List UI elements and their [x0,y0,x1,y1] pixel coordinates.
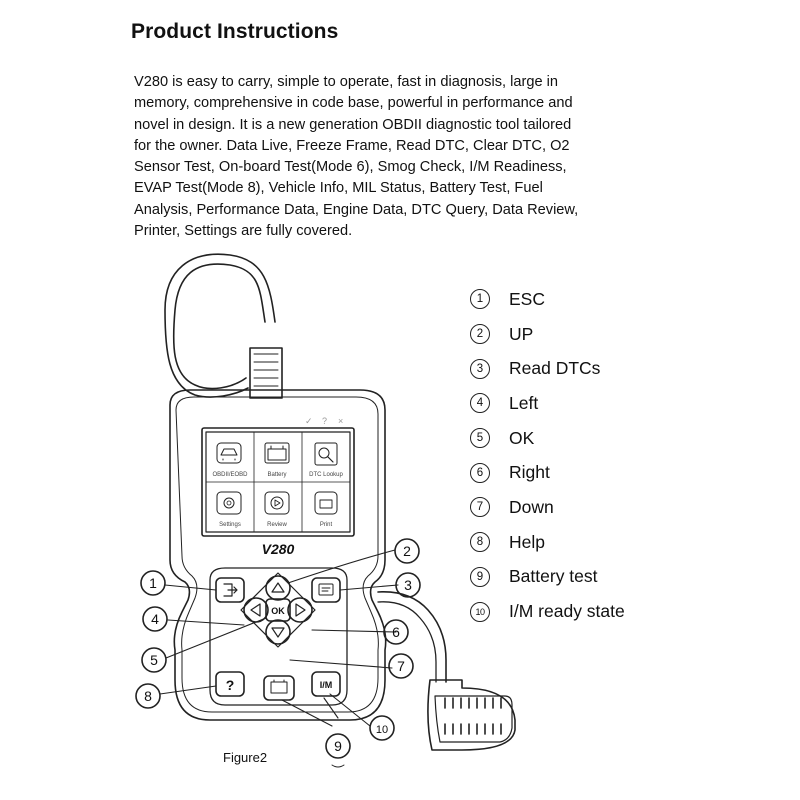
settings-icon [216,491,242,515]
device-model-label: V280 [262,541,295,557]
legend-number: 5 [470,428,490,449]
paragraph-line: EVAP Test(Mode 8), Vehicle Info, MIL Sta… [134,180,543,197]
car-icon [216,442,242,464]
figure-caption: Figure2 [223,750,267,765]
im-button [311,671,341,697]
status-icon-close: × [338,416,343,426]
paragraph-line: memory, comprehensive in code base, powe… [134,95,573,112]
legend-number: 7 [470,497,490,518]
legend-label: Battery test [509,566,598,587]
legend-number: 10 [470,601,490,622]
review-icon [264,491,290,515]
legend-label: OK [509,427,535,448]
legend-label: Down [509,496,554,517]
legend-item: 3 Read DTCs [470,351,625,386]
status-icon-help: ? [322,416,327,426]
legend-label: Right [509,462,550,483]
button-legend: 1 ESC 2 UP 3 Read DTCs 4 Left 5 OK 6 Right 7 Do… [470,282,625,629]
dtc-lookup-icon [314,442,338,466]
callout-number: 5 [150,652,158,668]
legend-item: 9 Battery test [470,560,625,595]
callout-number: 6 [392,624,400,640]
legend-item: 5 OK [470,421,625,456]
paragraph-line: Analysis, Performance Data, Engine Data,… [134,201,579,218]
legend-number: 9 [470,566,490,587]
screen-icon-label: OBDII/EOBD [212,472,248,478]
cable-top [172,263,266,390]
legend-label: I/M ready state [509,601,625,622]
callout-number: 3 [404,577,412,593]
screen-icon-label: DTC Lookup [309,472,343,478]
legend-item: 6 Right [470,455,625,490]
callout-number: 4 [151,611,159,627]
paragraph-line: novel in design. It is a new generation … [134,116,572,133]
button-panel [209,567,348,706]
legend-item: 8 Help [470,525,625,560]
im-label: I/M [320,680,333,690]
legend-number: 3 [470,358,490,379]
read-dtc-button [311,577,341,603]
obd-connector [427,679,516,751]
callout-number: 7 [397,658,405,674]
status-icon-check: ✓ [305,416,313,426]
ok-button [265,598,291,622]
legend-label: ESC [509,288,545,309]
right-button [287,597,313,623]
ok-label: OK [271,606,285,616]
battery-test-button [263,675,295,701]
paragraph-line: Printer, Settings are fully covered. [134,223,353,240]
paragraph-line: V280 is easy to carry, simple to operate… [134,74,558,90]
description-paragraph: V280 is easy to carry, simple to operate… [134,72,654,242]
legend-item: 2 UP [470,317,625,352]
device-figure: ✓ ? × OBDII/EOBD Battery DTC Lookup Sett… [135,253,516,768]
help-icon: ? [226,677,235,693]
cable-top-inner [164,253,276,398]
legend-label: UP [509,323,534,344]
legend-label: Left [509,392,539,413]
legend-item: 10 I/M ready state [470,594,625,629]
legend-label: Help [509,531,545,552]
legend-item: 4 Left [470,386,625,421]
print-icon [314,491,338,515]
legend-number: 2 [470,324,490,345]
screen-icon-label: Battery [267,472,286,478]
screen-icon-label: Print [320,522,333,528]
legend-label: Read DTCs [509,358,601,379]
battery-icon [264,442,290,464]
up-button [265,575,291,601]
screen-icon-label: Settings [219,522,241,528]
cable-right [377,591,447,683]
callout-number: 8 [144,688,152,704]
callout-number: 9 [334,738,342,754]
paragraph-line: Sensor Test, On-board Test(Mode 6), Smog… [134,159,567,176]
legend-number: 8 [470,532,490,553]
help-button [215,671,245,697]
legend-number: 6 [470,462,490,483]
legend-number: 1 [470,289,490,310]
callout-number: 2 [403,543,411,559]
paragraph-line: for the owner. Data Live, Freeze Frame, … [134,137,570,154]
legend-item: 1 ESC [470,282,625,317]
down-button [265,619,291,645]
callout-number: 1 [149,575,157,591]
legend-item: 7 Down [470,490,625,525]
page-title: Product Instructions [131,20,339,43]
callout-number: 10 [376,724,388,736]
screen-icon-label: Review [267,522,287,528]
legend-number: 4 [470,393,490,414]
device-body [169,389,387,721]
